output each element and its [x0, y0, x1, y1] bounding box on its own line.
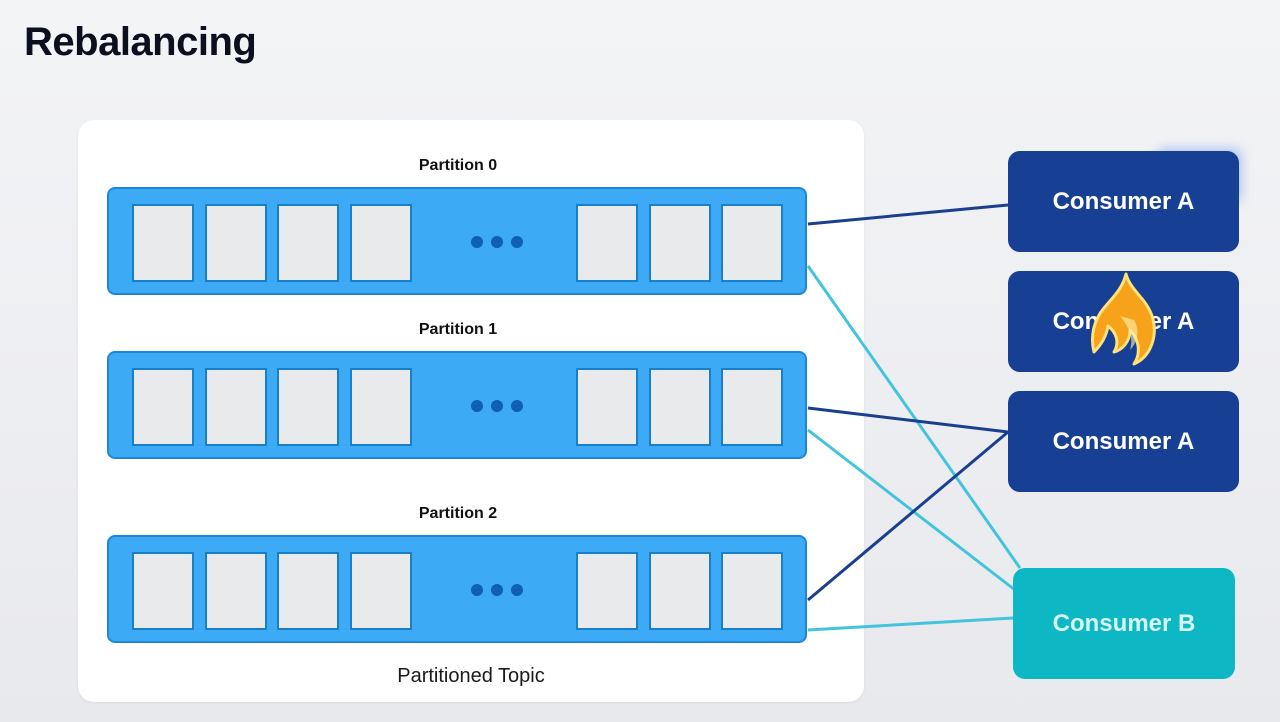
message-slot [649, 368, 711, 446]
message-slot [277, 552, 339, 630]
partition-0 [107, 187, 807, 295]
message-slot [205, 552, 267, 630]
message-slot [277, 368, 339, 446]
message-slot [277, 204, 339, 282]
message-slot [721, 552, 783, 630]
message-slot [721, 368, 783, 446]
topic-caption: Partitioned Topic [397, 665, 545, 687]
message-slot [350, 552, 412, 630]
message-slot [649, 552, 711, 630]
consumer-a-1: Consumer A [1008, 151, 1239, 252]
ellipsis-icon [471, 400, 523, 412]
message-slot [132, 552, 194, 630]
fire-icon [1090, 272, 1156, 366]
connector-p0-consumer-b [806, 265, 1022, 569]
message-slot [205, 368, 267, 446]
message-slot [350, 368, 412, 446]
message-slot [721, 204, 783, 282]
partition-2 [107, 535, 807, 643]
connector-p1-consumer-a3 [807, 406, 1009, 434]
message-slot [350, 204, 412, 282]
message-slot [132, 204, 194, 282]
partition-1 [107, 351, 807, 459]
message-slot [649, 204, 711, 282]
message-slot [132, 368, 194, 446]
ellipsis-icon [471, 236, 523, 248]
consumer-a-3: Consumer A [1008, 391, 1239, 492]
partition-1-label: Partition 1 [418, 321, 498, 338]
partition-2-label: Partition 2 [418, 505, 498, 522]
page-title: Rebalancing [24, 20, 257, 64]
message-slot [205, 204, 267, 282]
message-slot [576, 552, 638, 630]
ellipsis-icon [471, 584, 523, 596]
message-slot [576, 204, 638, 282]
connector-p1-consumer-b [807, 428, 1016, 592]
connector-p2-consumer-a3 [807, 430, 1009, 602]
partition-0-label: Partition 0 [418, 157, 498, 174]
connector-p2-consumer-b [807, 616, 1014, 632]
connector-p0-consumer-a1 [807, 203, 1009, 226]
message-slot [576, 368, 638, 446]
consumer-b: Consumer B [1013, 568, 1235, 679]
